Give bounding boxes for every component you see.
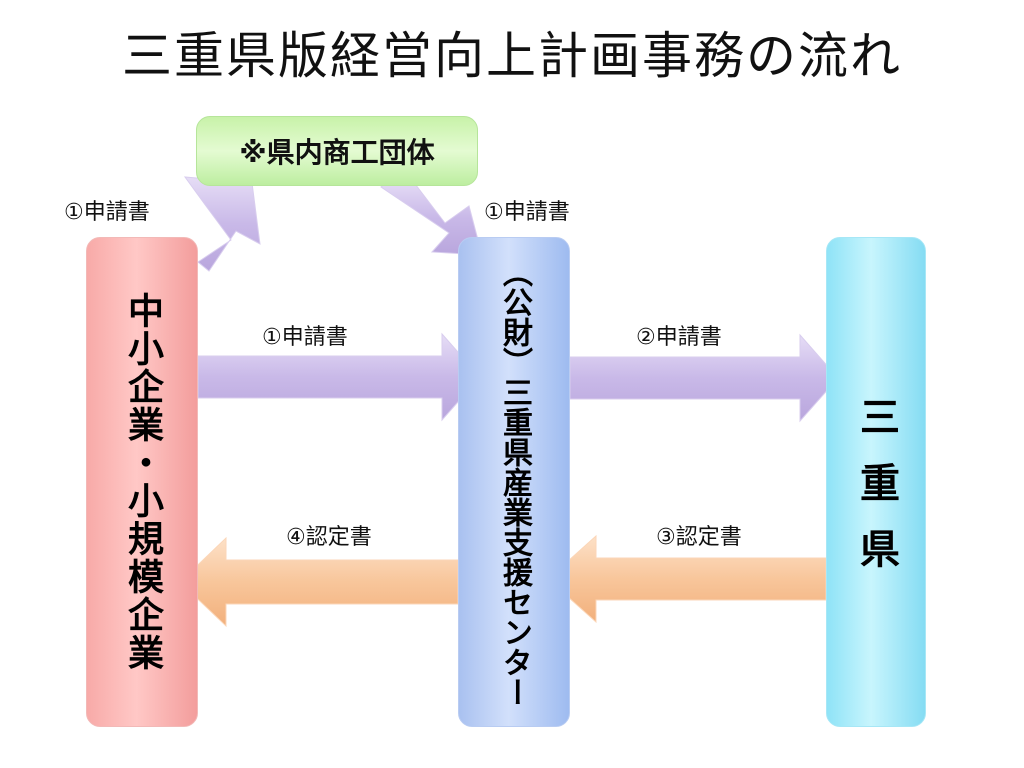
sme-label: 中小企業・小規模企業 <box>122 292 163 672</box>
label-certificate-to-sme: ④認定書 <box>286 525 372 550</box>
association-box: ※県内商工団体 <box>196 116 478 186</box>
label-application-to-prefecture: ②申請書 <box>636 325 722 350</box>
prefecture-label: 三重県 <box>853 396 899 594</box>
label-certificate-to-center: ③認定書 <box>656 525 742 550</box>
sme-box: 中小企業・小規模企業 <box>86 237 198 727</box>
support-center-label: ︵公財︶三重県産業支援センター <box>497 257 532 707</box>
arrow-prefecture-to-center <box>547 534 827 624</box>
arrow-center-to-prefecture <box>569 333 839 423</box>
prefecture-box: 三重県 <box>826 237 926 727</box>
label-application-from-association: ①申請書 <box>484 200 570 225</box>
support-center-box: ︵公財︶三重県産業支援センター <box>458 237 570 727</box>
arrow-center-to-sme <box>179 536 459 628</box>
label-application-to-association: ①申請書 <box>64 200 150 225</box>
label-application-to-center: ①申請書 <box>262 325 348 350</box>
page-title: 三重県版経営向上計画事務の流れ <box>122 27 902 85</box>
